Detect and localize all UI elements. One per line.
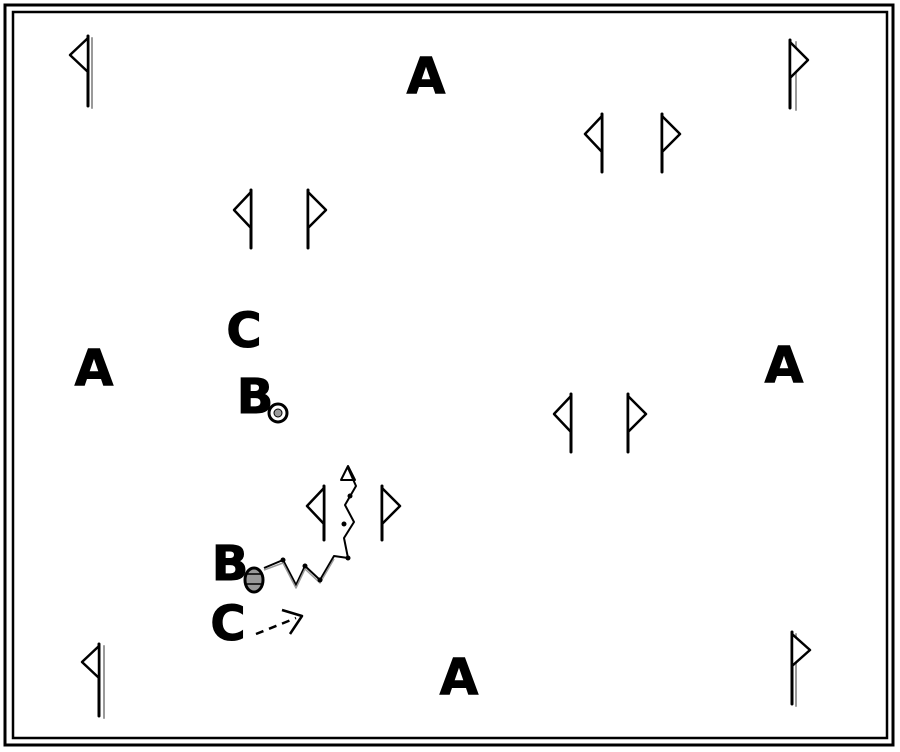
flag-icon	[80, 642, 105, 719]
cone-label-top: A	[407, 47, 446, 105]
dashed-arrow	[255, 608, 304, 636]
cone-label-right: A	[765, 336, 804, 394]
pitch-border-inner	[11, 10, 889, 740]
player-b-lower: B	[212, 536, 249, 592]
gate	[583, 112, 682, 174]
flag-icon	[626, 392, 648, 454]
flag-icon	[305, 484, 326, 542]
flag-icon	[552, 392, 573, 454]
cone-label-left: A	[75, 339, 114, 397]
flag-icon	[583, 112, 604, 174]
arrowhead-icon	[281, 608, 304, 635]
flag-icon	[660, 112, 682, 174]
flag-icon	[306, 188, 328, 250]
gate	[305, 484, 402, 542]
player-c-lower: C	[210, 596, 245, 652]
ball-icon	[267, 402, 289, 424]
player-b-upper: B	[237, 369, 274, 425]
gate	[232, 188, 328, 250]
ball-icon	[243, 566, 265, 594]
dribble-path	[263, 465, 357, 589]
arrowhead-icon	[340, 465, 356, 481]
flag-icon	[68, 34, 93, 109]
pitch-border-outer	[3, 3, 895, 747]
flag-icon	[790, 630, 812, 707]
flag-icon	[788, 38, 810, 111]
flag-icon	[380, 484, 402, 542]
cone-label-bottom: A	[440, 648, 479, 706]
gate	[552, 392, 648, 454]
player-c-upper: C	[226, 303, 261, 359]
flag-icon	[232, 188, 253, 250]
